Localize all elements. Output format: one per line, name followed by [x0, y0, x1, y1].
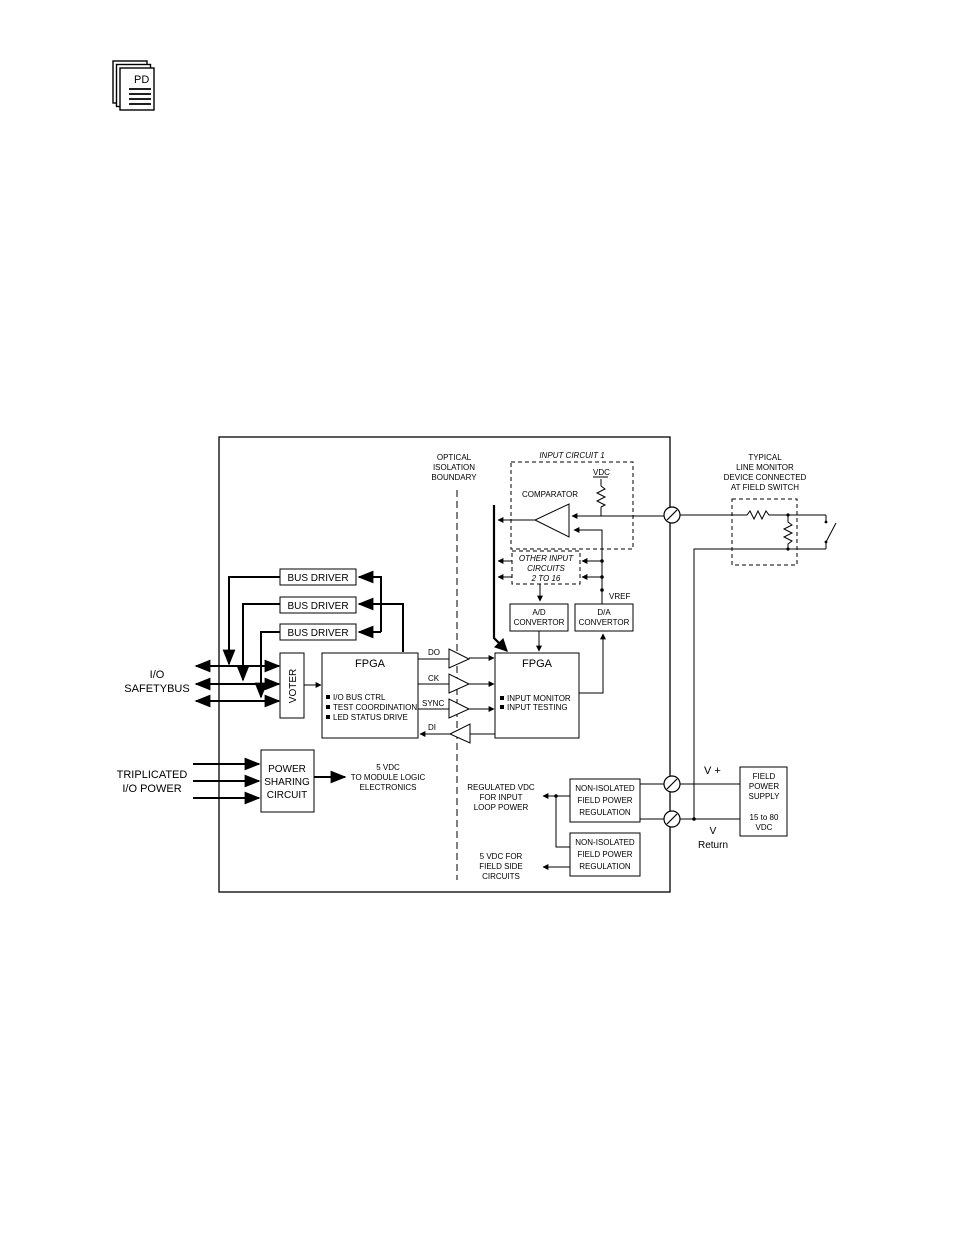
- field-side-vdc-label-1: 5 VDC FOR: [480, 852, 523, 861]
- fpga-left-item-3: LED STATUS DRIVE: [333, 713, 408, 722]
- power-sharing-box: [260, 749, 315, 813]
- fpga-right-box: [494, 652, 580, 739]
- bus-driver-2-label: BUS DRIVER: [287, 601, 348, 612]
- non-isolated-regulator-1: [569, 778, 641, 823]
- triplicated-power-label-2: I/O POWER: [122, 783, 181, 795]
- non-isolated-1-label-3: REGULATION: [579, 808, 631, 817]
- module-logic-label-1: 5 VDC: [376, 763, 400, 772]
- input-bus-line: [492, 505, 508, 652]
- other-inputs-label-2: CIRCUITS: [527, 564, 565, 573]
- module-logic-label-2: TO MODULE LOGIC: [351, 773, 426, 782]
- vdc-label: VDC: [593, 468, 610, 477]
- field-switch: [825, 522, 837, 543]
- opto-ck-symbol: [448, 673, 471, 694]
- opto-di-symbol: [448, 723, 471, 744]
- io-safetybus-label-1: I/O: [150, 669, 165, 681]
- field-power-supply-box: [739, 766, 788, 837]
- regulated-vdc-label-2: FOR INPUT: [479, 793, 522, 802]
- fpga-left-box: [321, 652, 419, 739]
- parallel-resistor: [782, 515, 794, 549]
- power-sharing-label-2: SHARING: [264, 777, 310, 788]
- non-isolated-2-label-1: NON-ISOLATED: [575, 838, 635, 847]
- da-converter-label-2: CONVERTOR: [579, 618, 630, 627]
- field-supply-label-4: 15 to 80: [750, 813, 779, 822]
- field-supply-label-1: FIELD: [753, 772, 776, 781]
- io-safetybus-label-2: SAFETYBUS: [124, 683, 189, 695]
- ad-converter-label-1: A/D: [532, 608, 546, 617]
- non-isolated-2-label-2: FIELD POWER: [577, 850, 632, 859]
- da-converter-box: [574, 603, 634, 632]
- pullup-resistor: [595, 485, 607, 508]
- typical-device-label-4: AT FIELD SWITCH: [731, 483, 799, 492]
- doc-icon-label: PD: [134, 74, 149, 86]
- line-monitor-box: [731, 498, 798, 566]
- non-isolated-2-label-3: REGULATION: [579, 862, 631, 871]
- non-isolated-regulator-2: [569, 832, 641, 877]
- optical-label-1: OPTICAL: [437, 453, 472, 462]
- v-plus-label: V +: [704, 765, 721, 777]
- ad-converter-label-2: CONVERTOR: [514, 618, 565, 627]
- field-side-vdc-label-2: FIELD SIDE: [479, 862, 523, 871]
- non-isolated-1-label-2: FIELD POWER: [577, 796, 632, 805]
- non-isolated-1-label-1: NON-ISOLATED: [575, 784, 635, 793]
- ad-converter-box: [509, 603, 569, 632]
- bus-driver-3-label: BUS DRIVER: [287, 628, 348, 639]
- fpga-left-title: FPGA: [355, 658, 386, 670]
- voter-label: VOTER: [288, 669, 299, 703]
- input-circuit-box: [510, 461, 634, 550]
- power-sharing-label-1: POWER: [268, 764, 306, 775]
- typical-device-label-2: LINE MONITOR: [736, 463, 794, 472]
- other-inputs-label-3: 2 TO 16: [531, 574, 561, 583]
- fpga-right-title: FPGA: [522, 658, 553, 670]
- fpga-left-item-1: I/O BUS CTRL: [333, 693, 386, 702]
- module-logic-label-3: ELECTRONICS: [360, 783, 417, 792]
- vref-label: VREF: [609, 592, 630, 601]
- signal-sync-label: SYNC: [422, 699, 444, 708]
- opto-sync-symbol: [448, 698, 471, 719]
- series-resistor: [737, 509, 826, 521]
- fpga-left-item-2: TEST COORDINATION: [333, 703, 417, 712]
- opto-do-symbol: [448, 648, 471, 669]
- typical-device-label-3: DEVICE CONNECTED: [724, 473, 807, 482]
- field-supply-label-3: SUPPLY: [749, 792, 781, 801]
- optical-label-3: BOUNDARY: [431, 473, 477, 482]
- signal-ck-label: CK: [428, 674, 440, 683]
- regulated-vdc-label-3: LOOP POWER: [474, 803, 529, 812]
- field-supply-label-2: POWER: [749, 782, 779, 791]
- other-inputs-box: [511, 550, 581, 585]
- page-stack-icon: PD: [112, 60, 155, 111]
- triplicated-power-label-1: TRIPLICATED: [117, 769, 188, 781]
- regulated-vdc-label-1: REGULATED VDC: [467, 783, 535, 792]
- field-supply-label-5: VDC: [756, 823, 773, 832]
- other-inputs-label-1: OTHER INPUT: [519, 554, 574, 563]
- da-converter-label-1: D/A: [597, 608, 611, 617]
- field-side-vdc-label-3: CIRCUITS: [482, 872, 520, 881]
- signal-di-label: DI: [428, 723, 436, 732]
- signal-do-label: DO: [428, 648, 440, 657]
- v-return-label-2: Return: [698, 840, 728, 851]
- fpga-right-item-1: INPUT MONITOR: [507, 694, 571, 703]
- typical-device-label-1: TYPICAL: [748, 453, 782, 462]
- comparator-label: COMPARATOR: [522, 490, 578, 499]
- fpga-right-item-2: INPUT TESTING: [507, 703, 568, 712]
- v-return-label-1: V: [710, 826, 717, 837]
- optical-label-2: ISOLATION: [433, 463, 475, 472]
- power-sharing-label-3: CIRCUIT: [267, 790, 308, 801]
- bus-driver-1-label: BUS DRIVER: [287, 573, 348, 584]
- input-circuit-title: INPUT CIRCUIT 1: [539, 451, 604, 460]
- comparator-symbol: [533, 503, 570, 538]
